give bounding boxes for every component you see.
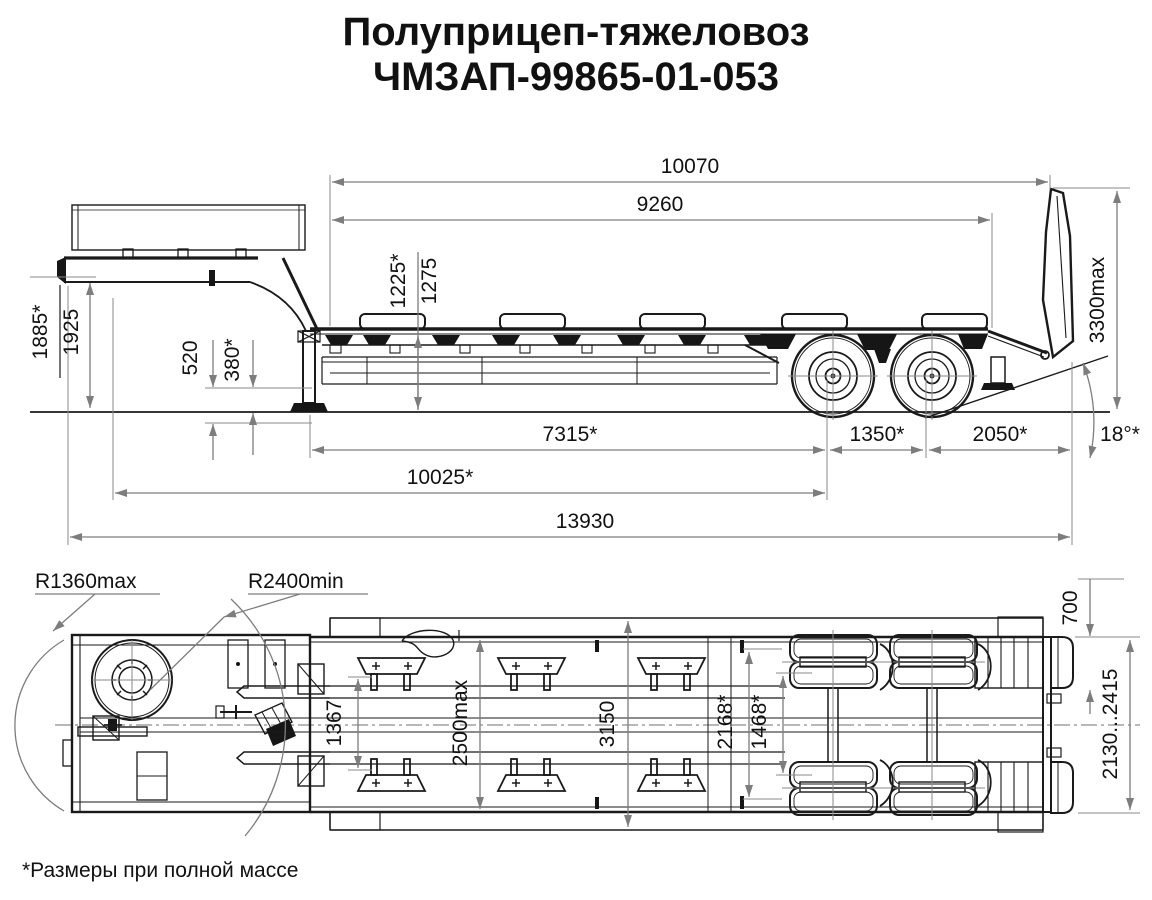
departure-angle [924,355,1109,459]
kingpin-winch [77,715,148,741]
landing-gear-plan [297,663,325,787]
ramp-plate-top [1050,636,1074,689]
folded-ramp [1041,187,1075,360]
spare-wheel [91,639,173,721]
dim-r1360: R1360max [35,570,137,593]
frame-rails [321,356,778,385]
dim-1885: 1885* [29,305,52,360]
kingpin-mark [209,270,215,286]
front-coupling-wedge [57,257,66,284]
plan-dimensions: R1360max R2400min 700 2130...2415 2500ma… [35,570,1140,827]
dim-2130-2415: 2130...2415 [1099,669,1122,780]
dim-380: 380* [221,338,244,381]
dim-10070: 10070 [661,155,719,178]
deck-pads [359,313,988,330]
deck-brackets [325,335,772,345]
rear-slope [981,329,1050,390]
gooseneck-load-box [71,204,306,251]
lashing-tabs [329,344,719,354]
ramp-plate-bottom [1050,761,1074,814]
plan-pads [356,657,707,792]
gooseneck-plan [62,633,312,814]
dim-1468: 1468* [748,695,771,750]
dim-520: 520 [179,340,202,375]
wheel-axle-2 [887,331,977,420]
break-symbol [401,629,455,658]
dim-9260: 9260 [637,193,684,216]
side-view [30,187,1110,459]
turn-radius-arc-max [14,639,65,812]
side-dimensions: 10070 9260 1885* 1925 520 380* 1225* 127… [29,155,1140,545]
dim-3150: 3150 [596,701,619,748]
jack-and-handle [215,702,296,746]
dim-r2400: R2400min [248,570,344,593]
dim-7315: 7315* [543,423,598,446]
dim-3300max: 3300max [1086,256,1109,343]
plan-view [14,598,1140,837]
frame-beams-plan [80,685,1043,765]
dim-2050: 2050* [973,423,1028,446]
dim-13930: 13930 [556,510,614,533]
rear-sections [974,636,1074,814]
suspension [744,334,988,364]
dim-1367: 1367 [323,700,346,747]
deck-edges [309,635,1052,814]
edge-pins [595,640,744,809]
dim-1225: 1225* [387,254,410,309]
page-title-line2: ЧМЗАП-99865-01-053 [373,55,779,99]
wheels-plan [782,630,992,820]
dim-2168: 2168* [714,695,737,750]
dim-10025: 10025* [407,466,474,489]
gooseneck [57,248,320,332]
dim-1925: 1925 [60,309,83,356]
dim-1350: 1350* [850,423,905,446]
dim-700: 700 [1059,590,1082,625]
page-title-line1: Полуприцеп-тяжеловоз [343,10,810,54]
outer-contour [329,616,1044,833]
wheel-axle-1 [788,331,878,420]
turn-radius-arc-min [230,598,287,837]
landing-gear-leg [290,330,328,412]
footnote: *Размеры при полной массе [22,859,298,882]
dim-1275: 1275 [418,258,441,305]
dim-18deg: 18°* [1100,423,1140,446]
dim-2500max: 2500max [449,679,472,766]
